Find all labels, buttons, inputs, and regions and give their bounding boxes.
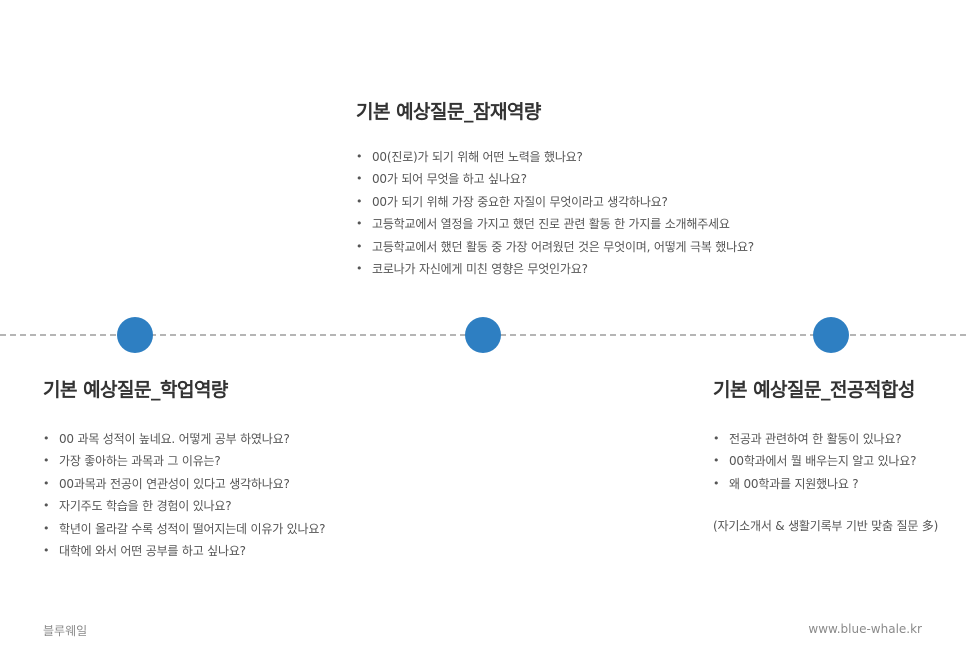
question-list: 전공과 관련하여 한 활동이 있나요? 00학과에서 뭘 배우는지 알고 있나요… <box>713 428 938 496</box>
list-item: 00(진로)가 되기 위해 어떤 노력을 했나요? <box>356 146 754 169</box>
list-item: 00과목과 전공이 연관성이 있다고 생각하나요? <box>43 473 325 496</box>
potential-competency-section: 기본 예상질문_잠재역량 00(진로)가 되기 위해 어떤 노력을 했나요? 0… <box>356 97 754 281</box>
section-title: 기본 예상질문_학업역량 <box>43 379 228 401</box>
list-item: 전공과 관련하여 한 활동이 있나요? <box>713 428 938 451</box>
list-item: 00가 되어 무엇을 하고 싶나요? <box>356 168 754 191</box>
major-fit-section: 기본 예상질문_전공적합성 전공과 관련하여 한 활동이 있나요? 00학과에서… <box>713 375 938 534</box>
timeline-dot <box>117 317 153 353</box>
academic-competency-section: 기본 예상질문_학업역량 00 과목 성적이 높네요. 어떻게 공부 하였나요?… <box>43 375 326 563</box>
footer-url: www.blue-whale.kr <box>808 622 922 636</box>
section-title: 기본 예상질문_전공적합성 <box>713 379 915 401</box>
list-item: 고등학교에서 했던 활동 중 가장 어려웠던 것은 무엇이며, 어떻게 극복 했… <box>356 236 754 259</box>
list-item: 고등학교에서 열정을 가지고 했던 진로 관련 활동 한 가지를 소개해주세요 <box>356 213 754 236</box>
list-item: 00학과에서 뭘 배우는지 알고 있나요? <box>713 450 938 473</box>
list-item: 가장 좋아하는 과목과 그 이유는? <box>43 450 325 473</box>
timeline-dot <box>465 317 501 353</box>
list-item: 학년이 올라갈 수록 성적이 떨어지는데 이유가 있나요? <box>43 518 326 541</box>
list-item: 대학에 와서 어떤 공부를 하고 싶나요? <box>43 540 325 563</box>
list-item: 00 과목 성적이 높네요. 어떻게 공부 하였나요? <box>43 428 325 451</box>
question-list: 00(진로)가 되기 위해 어떤 노력을 했나요? 00가 되어 무엇을 하고 … <box>356 146 754 281</box>
timeline-dot <box>813 317 849 353</box>
list-item: 00가 되기 위해 가장 중요한 자질이 무엇이라고 생각하나요? <box>356 191 754 214</box>
list-item: 왜 00학과를 지원했나요 ? <box>713 473 938 496</box>
footer-brand: 블루웨일 <box>43 624 88 638</box>
list-item: 코로나가 자신에게 미친 영향은 무엇인가요? <box>356 258 754 281</box>
section-title: 기본 예상질문_잠재역량 <box>356 101 541 123</box>
section-note: (자기소개서 & 생활기록부 기반 맞춤 질문 多) <box>713 519 939 534</box>
question-list: 00 과목 성적이 높네요. 어떻게 공부 하였나요? 가장 좋아하는 과목과 … <box>43 428 326 563</box>
list-item: 자기주도 학습을 한 경험이 있나요? <box>43 495 325 518</box>
